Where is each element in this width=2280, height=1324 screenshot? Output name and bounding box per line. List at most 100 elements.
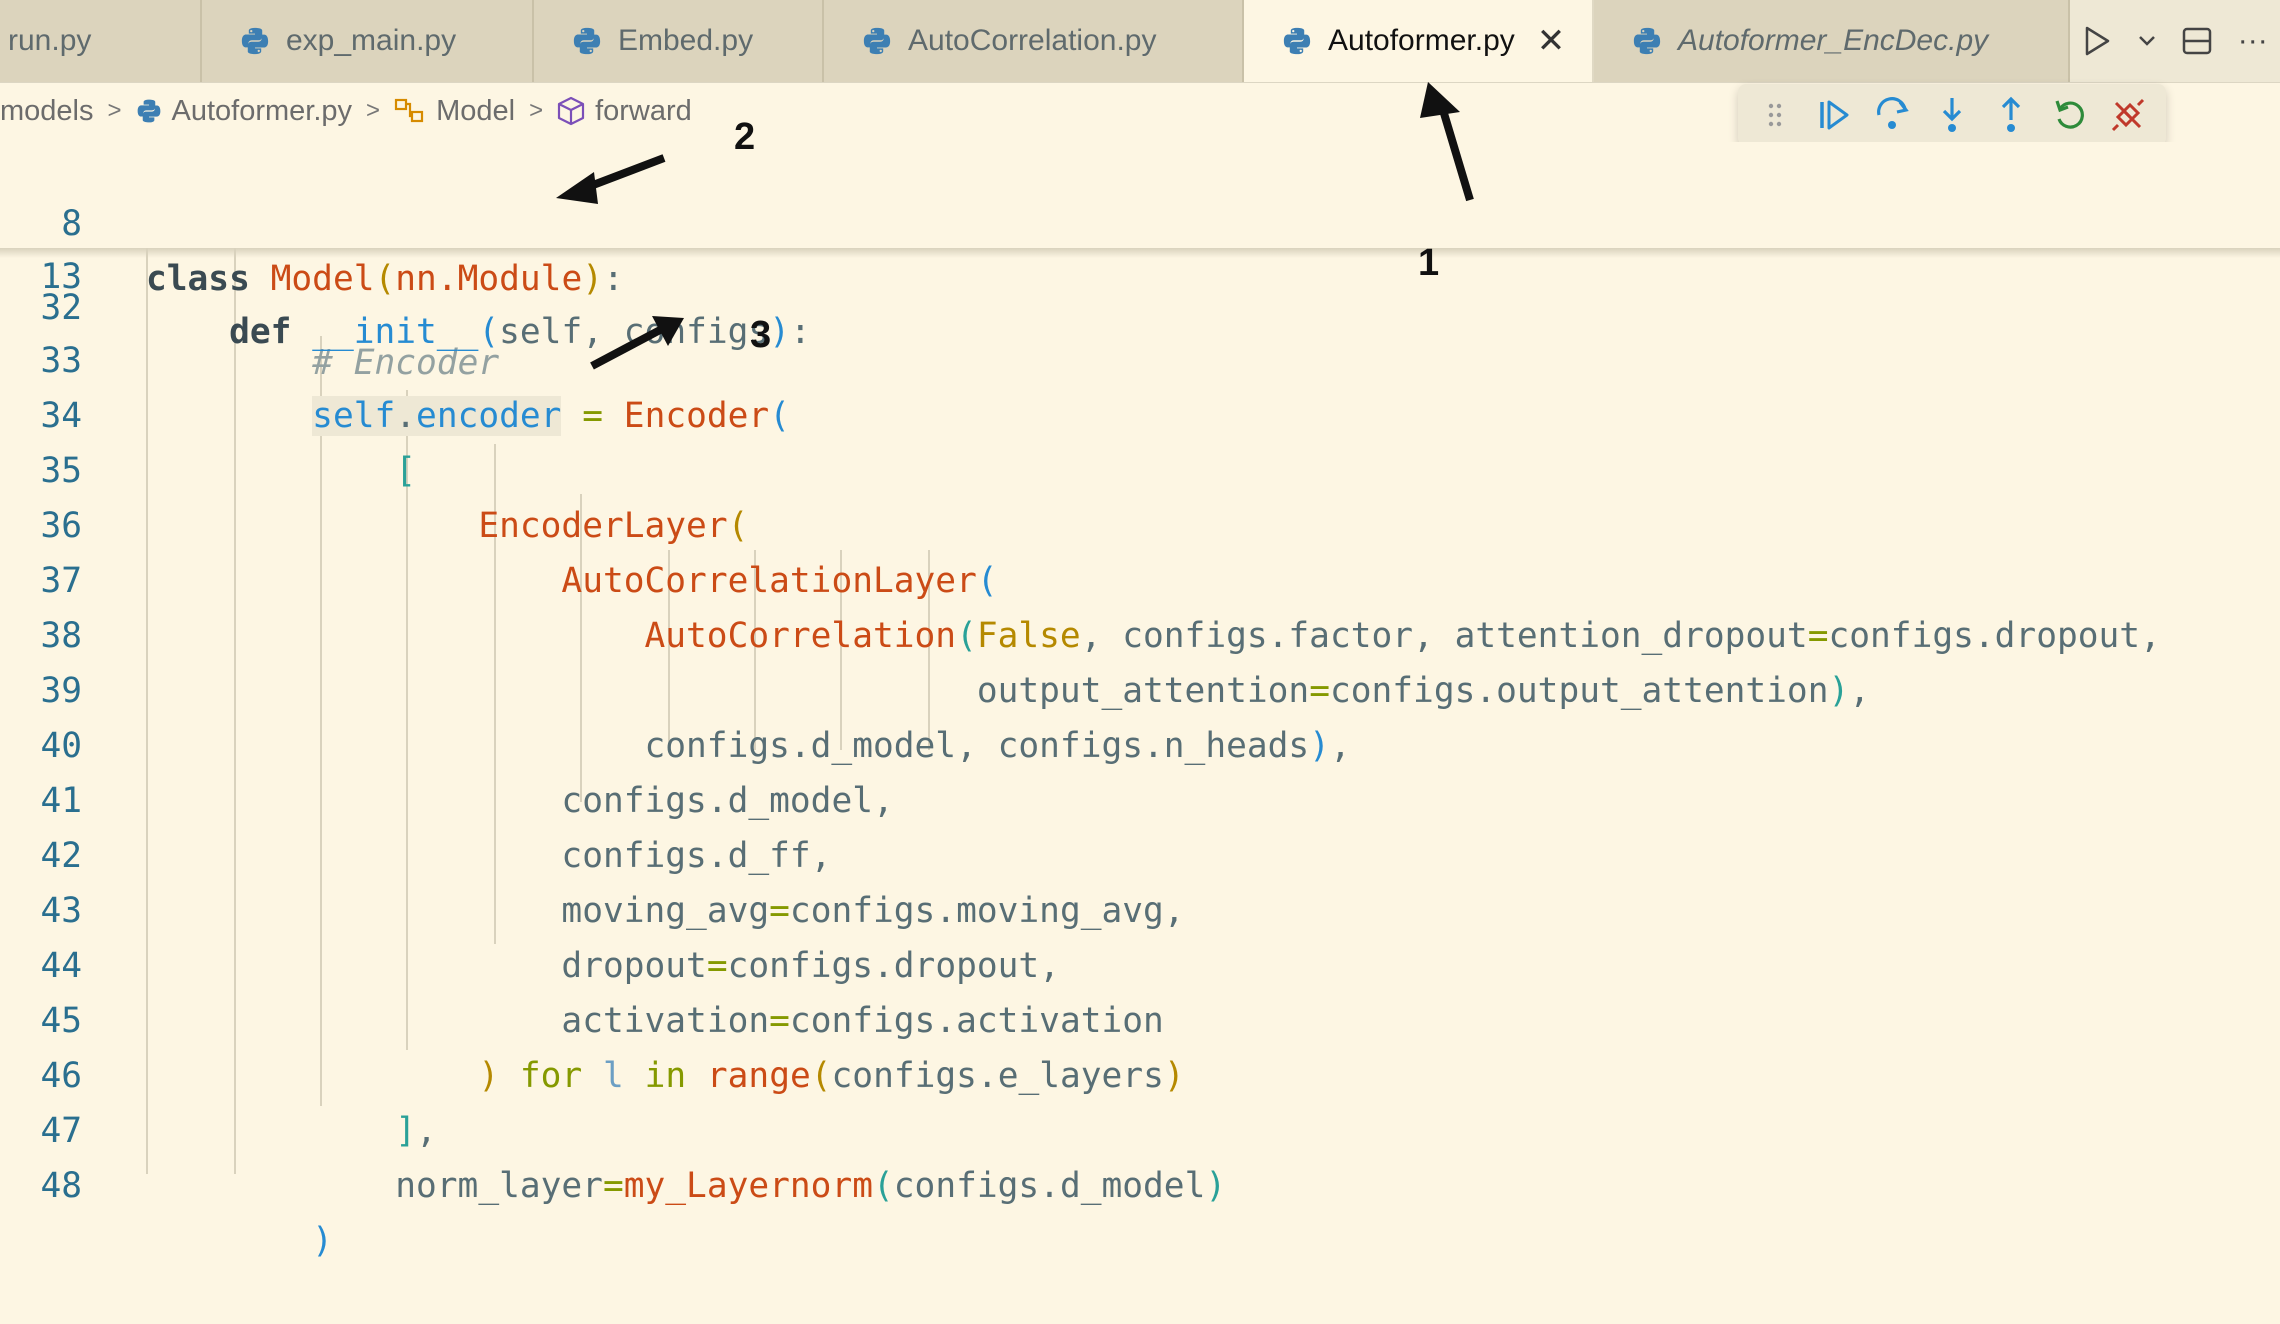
indent-guide bbox=[234, 248, 236, 1174]
continue-icon[interactable] bbox=[1812, 93, 1856, 137]
python-icon bbox=[1633, 27, 1661, 55]
step-into-icon[interactable] bbox=[1930, 93, 1974, 137]
line-number: 39 bbox=[40, 671, 82, 711]
tab-label: AutoCorrelation.py bbox=[908, 24, 1157, 57]
line-number: 35 bbox=[40, 451, 82, 491]
line-number: 44 bbox=[40, 946, 82, 986]
tab-embed-py[interactable]: Embed.py bbox=[534, 0, 824, 82]
tab-exp-main-py[interactable]: exp_main.py bbox=[202, 0, 534, 82]
drag-handle-icon[interactable] bbox=[1753, 93, 1797, 137]
line-number: 45 bbox=[40, 1001, 82, 1041]
step-over-icon[interactable] bbox=[1871, 93, 1915, 137]
breadcrumb-item-file[interactable]: Autoformer.py bbox=[136, 95, 352, 128]
code-text: ) bbox=[312, 1221, 333, 1261]
indent-guide bbox=[320, 336, 322, 1106]
line-number: 33 bbox=[40, 341, 82, 381]
annotation-1: 1 bbox=[1418, 242, 1440, 284]
code-text: ) for l in range(configs.e_layers) bbox=[478, 1056, 1185, 1096]
indent-guide bbox=[928, 550, 930, 750]
code-text: def __init__(self, configs): bbox=[229, 312, 811, 352]
annotation-2: 2 bbox=[734, 116, 756, 158]
indent-guide bbox=[146, 248, 148, 1174]
indent-guide bbox=[494, 444, 496, 944]
line-number: 32 bbox=[40, 288, 82, 328]
code-text: configs.d_ff, bbox=[561, 836, 832, 876]
line-number: 43 bbox=[40, 891, 82, 931]
line-number: 34 bbox=[40, 396, 82, 436]
code-line[interactable]: 39 configs.d_model, configs.n_heads), bbox=[0, 609, 2280, 766]
code-text: [ bbox=[395, 451, 417, 491]
restart-icon[interactable] bbox=[2048, 93, 2092, 137]
code-text: dropout=configs.dropout, bbox=[561, 946, 1060, 986]
code-text: AutoCorrelation(False, configs.factor, a… bbox=[644, 616, 2161, 656]
split-editor-icon[interactable] bbox=[2181, 25, 2213, 57]
code-line[interactable]: 34 [ bbox=[0, 334, 2280, 491]
code-line[interactable]: 45 ) for l in range(configs.e_layers) bbox=[0, 939, 2280, 1096]
chevron-right-icon: > bbox=[366, 97, 381, 124]
sticky-shadow bbox=[0, 248, 2280, 258]
breadcrumb: models > Autoformer.py > Model > forward bbox=[0, 86, 692, 136]
chevron-right-icon: > bbox=[107, 97, 122, 124]
code-editor[interactable]: 8 class Model(nn.Module): 13 def __init_… bbox=[0, 142, 2280, 1261]
line-number: 37 bbox=[40, 561, 82, 601]
code-text: ], bbox=[395, 1111, 437, 1151]
tab-label: run.py bbox=[8, 24, 92, 57]
code-line[interactable]: 43 dropout=configs.dropout, bbox=[0, 829, 2280, 986]
line-number: 48 bbox=[40, 1166, 82, 1206]
code-text: self.encoder = Encoder( bbox=[312, 396, 790, 436]
code-text: AutoCorrelationLayer( bbox=[561, 561, 998, 601]
disconnect-icon[interactable] bbox=[2106, 93, 2150, 137]
code-line[interactable]: 38 output_attention=configs.output_atten… bbox=[0, 554, 2280, 711]
code-line[interactable]: 35 EncoderLayer( bbox=[0, 389, 2280, 546]
code-line[interactable]: 36 AutoCorrelationLayer( bbox=[0, 444, 2280, 601]
python-icon bbox=[1283, 27, 1311, 55]
code-text: EncoderLayer( bbox=[478, 506, 749, 546]
code-line[interactable]: 46 ], bbox=[0, 994, 2280, 1151]
code-text: norm_layer=my_Layernorm(configs.d_model) bbox=[395, 1166, 1227, 1206]
code-line[interactable]: 47 norm_layer=my_Layernorm(configs.d_mod… bbox=[0, 1049, 2280, 1206]
breadcrumb-item-method[interactable]: forward bbox=[557, 95, 692, 128]
code-line[interactable]: 33 self.encoder = Encoder( bbox=[0, 279, 2280, 436]
python-icon bbox=[241, 27, 269, 55]
line-number: 42 bbox=[40, 836, 82, 876]
breadcrumb-item-class[interactable]: Model bbox=[394, 95, 515, 128]
line-number: 41 bbox=[40, 781, 82, 821]
tab-autoformer-encdec-py[interactable]: Autoformer_EncDec.py bbox=[1594, 0, 2070, 82]
more-actions-icon[interactable]: ··· bbox=[2237, 24, 2268, 57]
line-number: 36 bbox=[40, 506, 82, 546]
tab-label: Autoformer_EncDec.py bbox=[1678, 24, 1989, 57]
indent-guide bbox=[668, 550, 670, 750]
breadcrumb-item-models[interactable]: models bbox=[0, 94, 94, 127]
code-line[interactable]: 40 configs.d_model, bbox=[0, 664, 2280, 821]
code-line[interactable]: 37 AutoCorrelation(False, configs.factor… bbox=[0, 499, 2280, 656]
line-number: 47 bbox=[40, 1111, 82, 1151]
code-text: activation=configs.activation bbox=[561, 1001, 1164, 1041]
tab-bar: run.py exp_main.py Embed.py AutoCorrelat… bbox=[0, 0, 2280, 83]
python-icon bbox=[863, 27, 891, 55]
step-out-icon[interactable] bbox=[1989, 93, 2033, 137]
code-line[interactable]: 32 # Encoder bbox=[0, 226, 2280, 383]
indent-guide bbox=[754, 550, 756, 750]
close-icon[interactable]: ✕ bbox=[1536, 22, 1566, 60]
indent-guide bbox=[580, 494, 582, 802]
tab-autoformer-py[interactable]: Autoformer.py ✕ bbox=[1244, 0, 1594, 82]
code-text: class Model(nn.Module): bbox=[146, 259, 624, 299]
line-number: 40 bbox=[40, 726, 82, 766]
debug-toolbar bbox=[1738, 84, 2166, 146]
line-number: 46 bbox=[40, 1056, 82, 1096]
tab-run-py[interactable]: run.py bbox=[0, 0, 202, 82]
tab-autocorrelation-py[interactable]: AutoCorrelation.py bbox=[824, 0, 1244, 82]
code-text: moving_avg=configs.moving_avg, bbox=[561, 891, 1185, 931]
sticky-line-class[interactable]: 8 class Model(nn.Module): bbox=[0, 142, 2280, 299]
code-line[interactable]: 42 moving_avg=configs.moving_avg, bbox=[0, 774, 2280, 931]
chevron-right-icon: > bbox=[529, 97, 544, 124]
annotation-3: 3 bbox=[750, 314, 772, 356]
code-line[interactable]: 48 ) bbox=[0, 1104, 2280, 1261]
chevron-down-icon[interactable] bbox=[2137, 34, 2157, 48]
method-symbol-icon bbox=[557, 96, 585, 126]
code-line[interactable]: 44 activation=configs.activation bbox=[0, 884, 2280, 1041]
code-line[interactable]: 41 configs.d_ff, bbox=[0, 719, 2280, 876]
sticky-line-def[interactable]: 13 def __init__(self, configs): bbox=[0, 195, 2280, 352]
indent-guide bbox=[840, 550, 842, 750]
run-icon[interactable] bbox=[2082, 25, 2112, 57]
